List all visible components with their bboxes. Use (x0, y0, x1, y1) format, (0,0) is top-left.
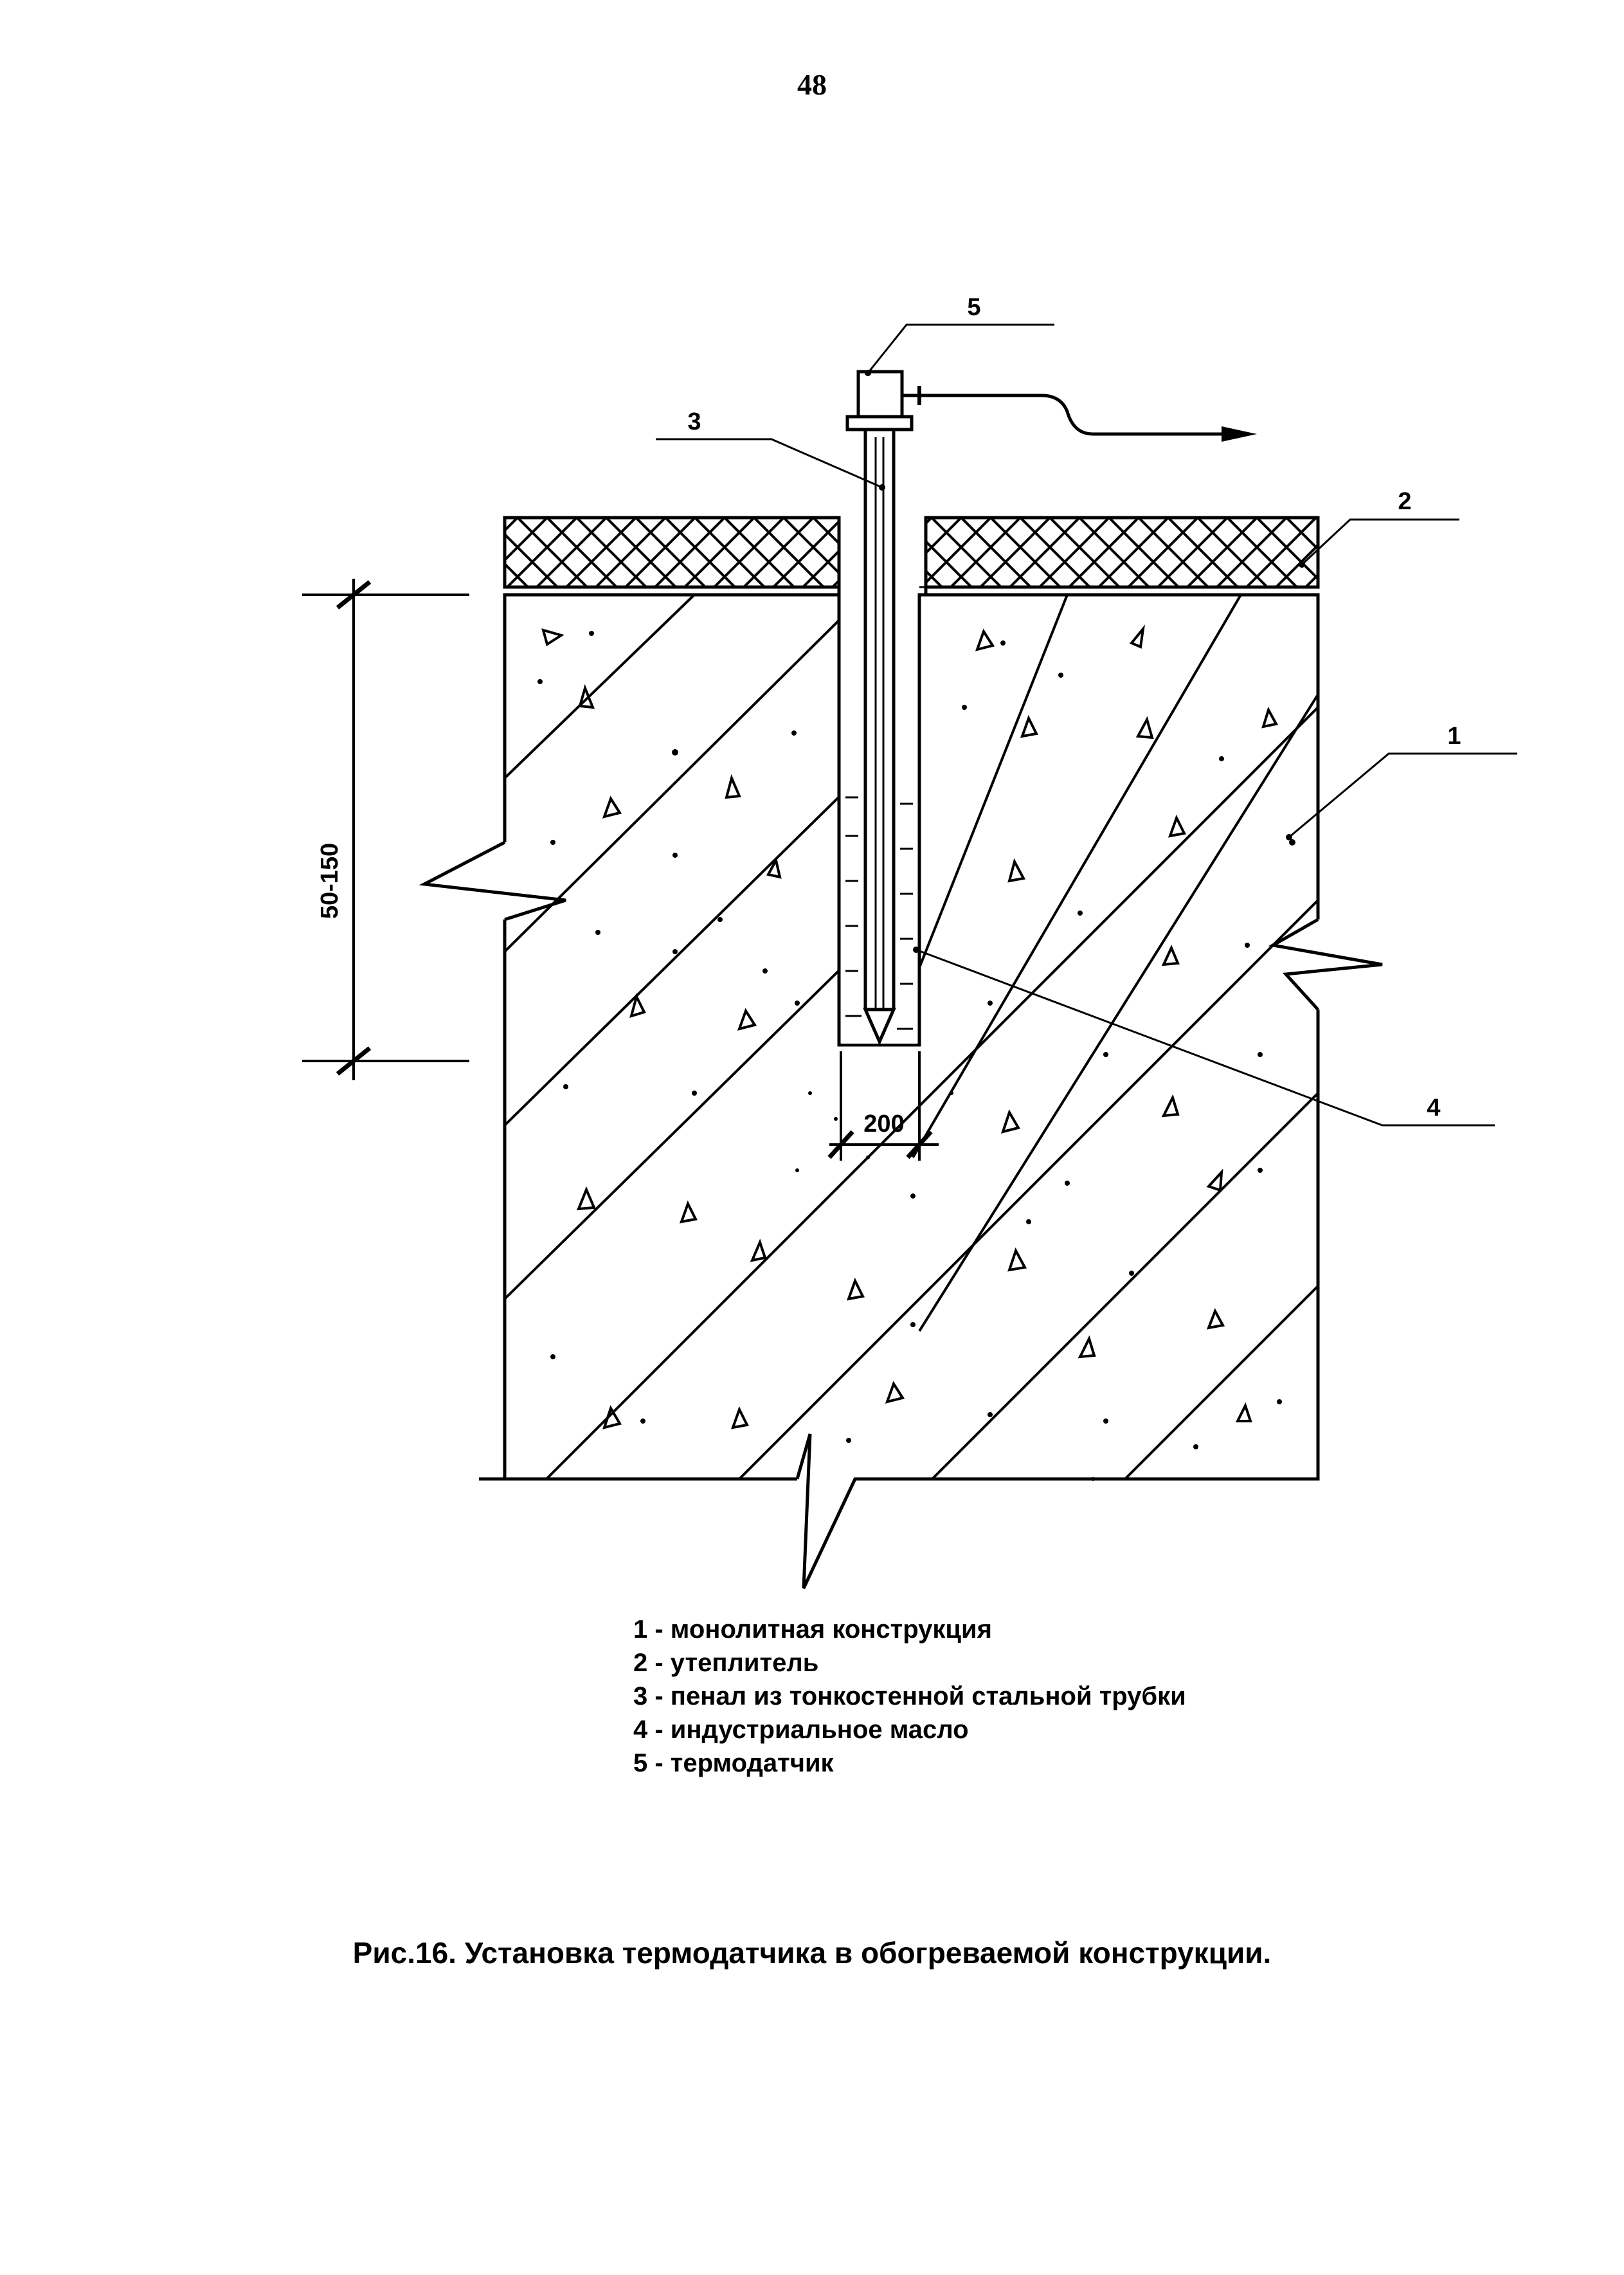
concrete-hatching (505, 595, 1318, 1479)
callout-5: 5 (967, 294, 980, 321)
leader-5 (867, 323, 1054, 374)
legend: 1 - монолитная конструкция 2 - утеплител… (633, 1613, 1186, 1780)
dimension-depth-label: 50-150 (316, 843, 343, 919)
dimension-width (827, 1051, 939, 1161)
figure-caption: Рис.16. Установка термодатчика в обогрев… (352, 1936, 1272, 1970)
break-line-left (419, 840, 566, 921)
break-line-bottom (795, 1433, 871, 1590)
callout-4: 4 (1427, 1094, 1440, 1121)
concrete-structure (419, 593, 1383, 1590)
leader-1 (1288, 752, 1517, 838)
legend-item-1: 1 - монолитная конструкция (633, 1615, 992, 1644)
leader-lines (656, 323, 1517, 1127)
dimension-depth (302, 579, 469, 1080)
legend-item-5: 5 - термодатчик (633, 1749, 834, 1777)
concrete-outline (479, 593, 1320, 1481)
aggregate-dots (537, 631, 1295, 1481)
callout-2: 2 (1398, 488, 1411, 515)
legend-item-2: 2 - утеплитель (633, 1649, 819, 1677)
leader-points (865, 370, 1305, 953)
leader-4 (916, 948, 1495, 1127)
sensor-cable (919, 394, 1222, 436)
steel-tube (863, 431, 896, 1046)
cable-arrow-icon (1222, 426, 1257, 442)
thermo-sensor (845, 370, 921, 431)
break-line-right (1268, 918, 1383, 1011)
dimension-width-label: 200 (863, 1110, 904, 1138)
legend-item-3: 3 - пенал из тонкостенной стальной трубк… (633, 1682, 1186, 1710)
insulation-layer (503, 516, 1320, 597)
oil-filling (841, 788, 917, 1044)
aggregate-marks (541, 624, 1279, 1429)
leader-2 (1301, 518, 1459, 566)
leader-3 (656, 438, 883, 489)
page-number: 48 (797, 68, 827, 101)
callout-3: 3 (687, 408, 701, 435)
legend-item-4: 4 - индустриальное масло (633, 1716, 969, 1744)
callout-1: 1 (1447, 723, 1461, 750)
